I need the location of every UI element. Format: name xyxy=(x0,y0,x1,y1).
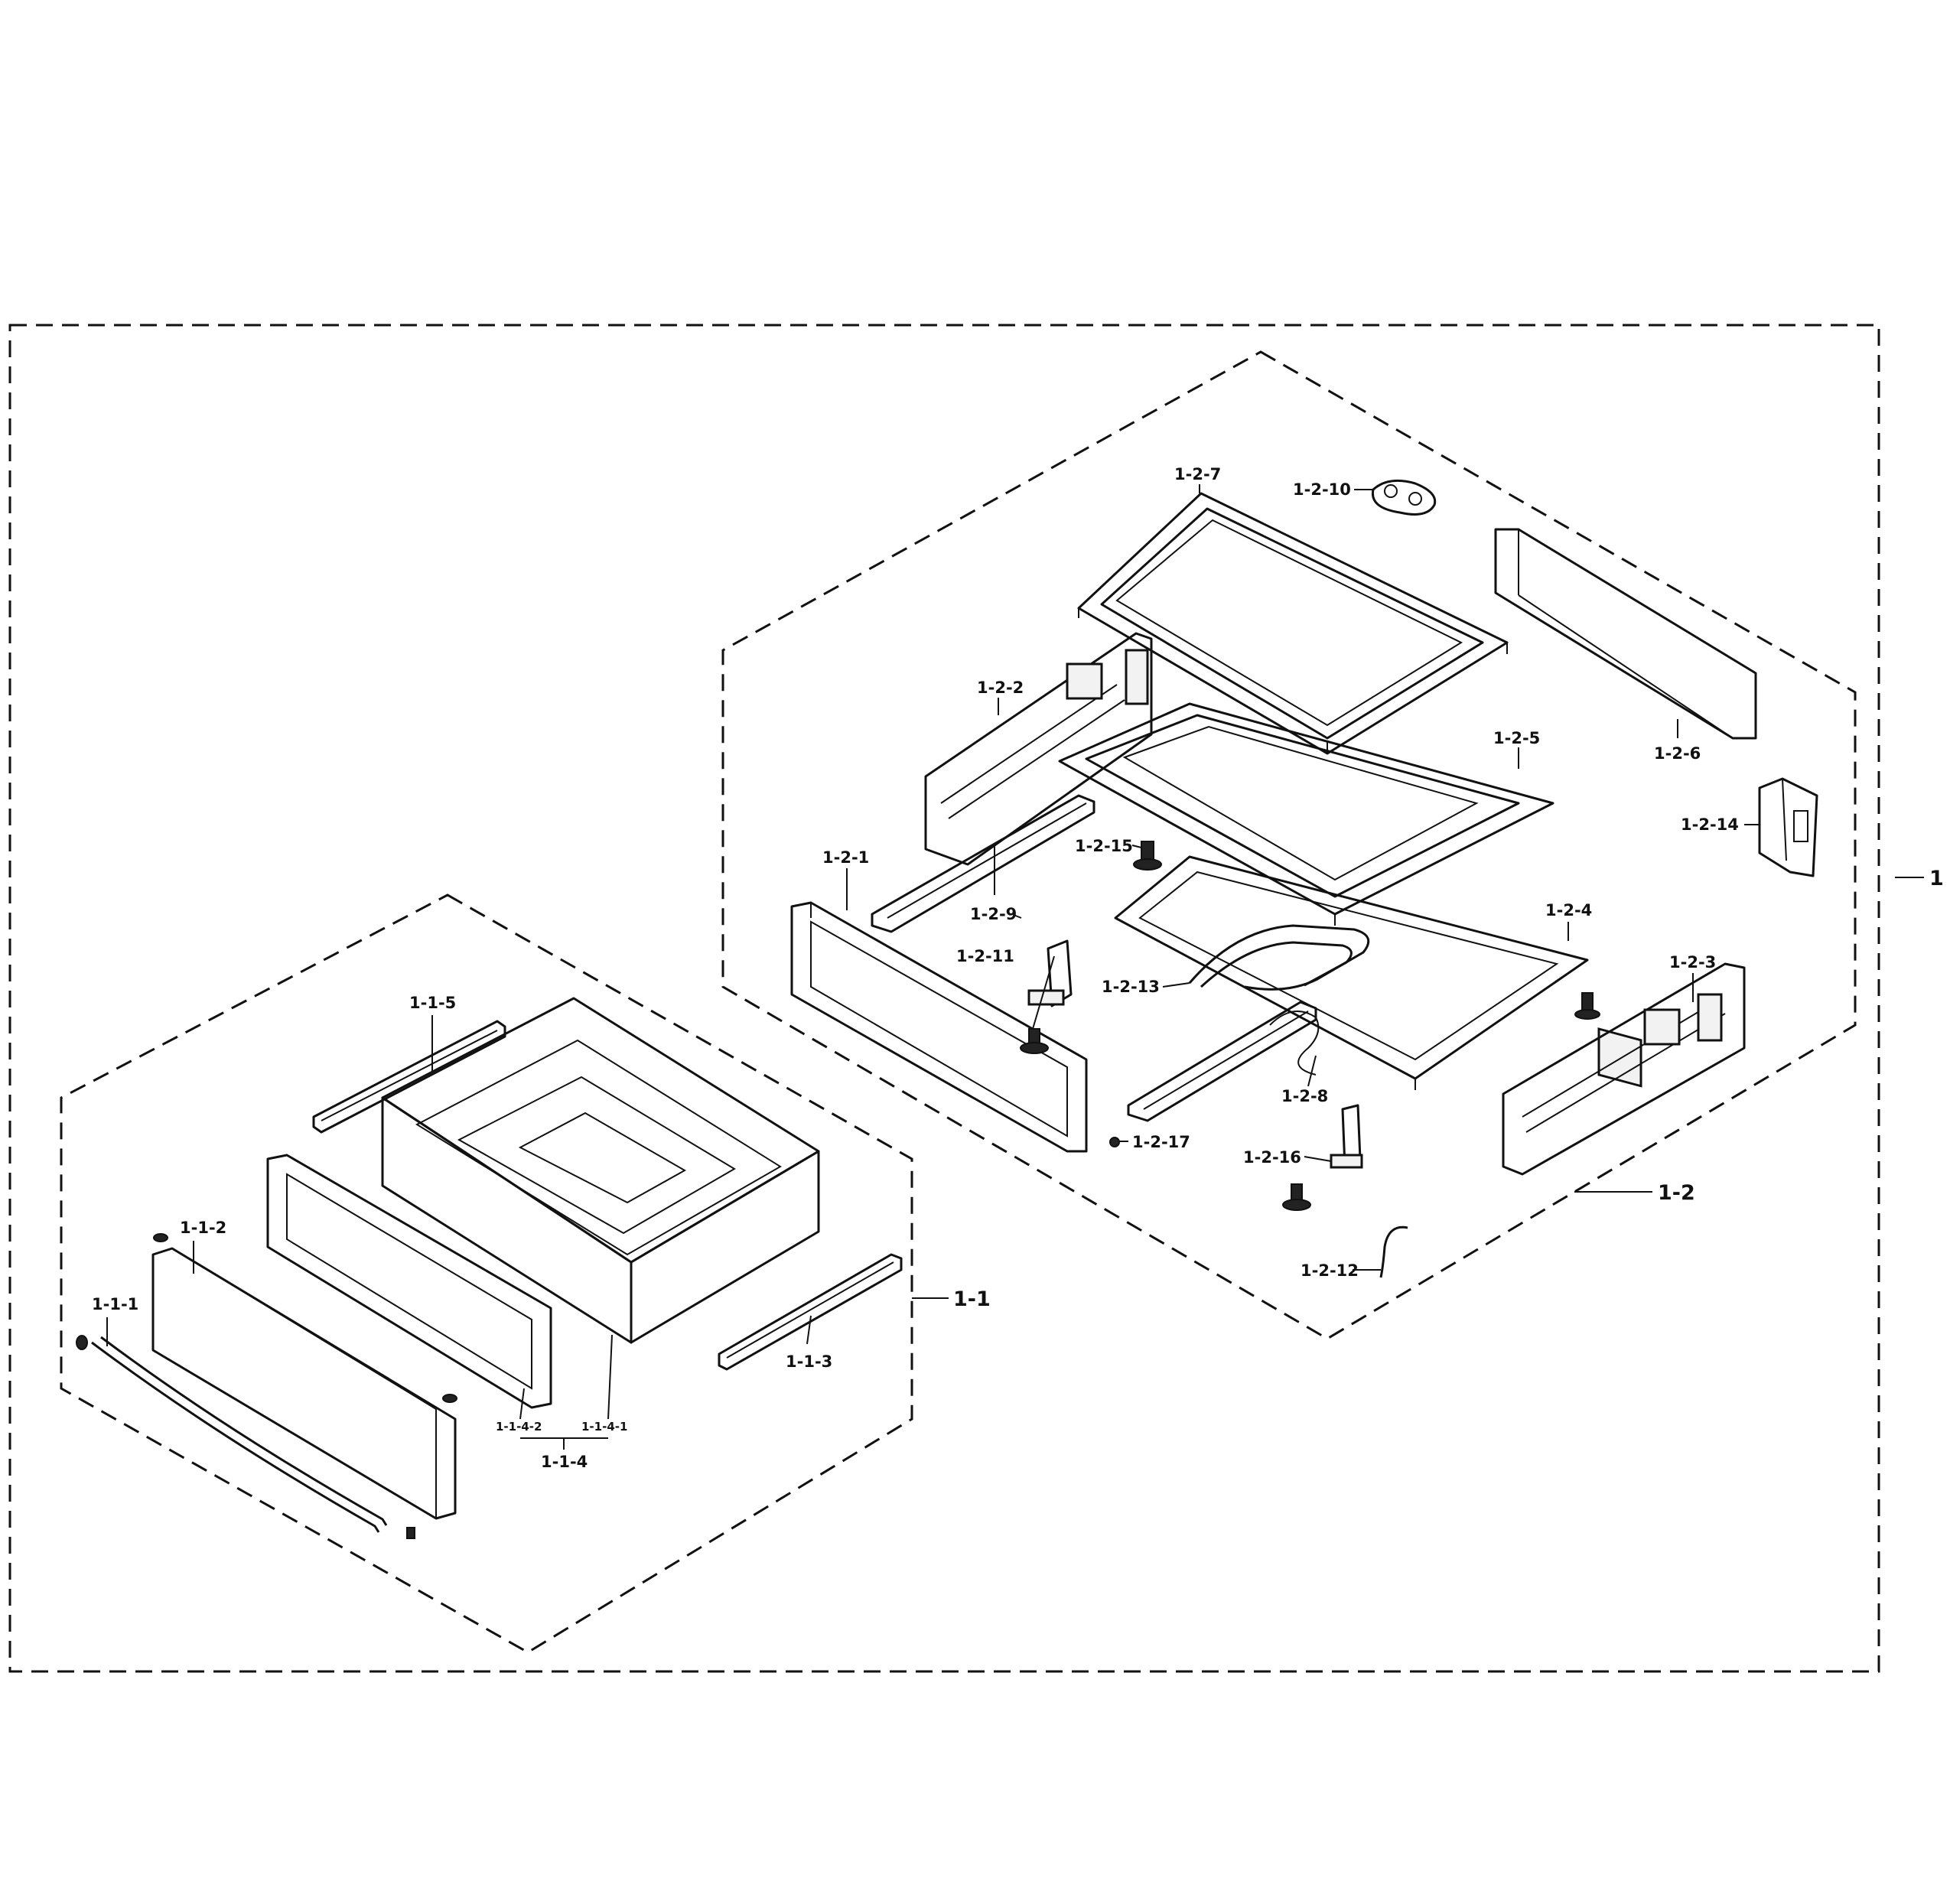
part-1-2-12-cable xyxy=(1379,1225,1408,1278)
part-1-2-16-leg-bracket xyxy=(1282,1104,1363,1211)
part-1-2-7-top-frame xyxy=(1077,492,1509,755)
label-assembly-1: 1 xyxy=(1929,867,1944,890)
part-1-1-4-2-drawer-frame xyxy=(266,1154,552,1409)
label-1-1-3: 1-1-3 xyxy=(786,1352,832,1371)
part-1-2-13-heater xyxy=(1188,924,1370,991)
label-1-2-1: 1-2-1 xyxy=(822,848,869,867)
part-screw-right xyxy=(1574,992,1600,1020)
label-1-2-14: 1-2-14 xyxy=(1681,815,1739,834)
part-1-2-2-left-side-panel xyxy=(924,632,1153,866)
part-right-rail xyxy=(1127,1001,1317,1122)
label-1-1-1: 1-1-1 xyxy=(92,1295,138,1313)
assembly-boundary xyxy=(8,324,1880,1673)
label-1-2-6: 1-2-6 xyxy=(1654,744,1701,763)
part-1-2-15-screw xyxy=(1133,841,1162,871)
part-1-1-5-rail xyxy=(312,1020,506,1134)
label-1-2-5: 1-2-5 xyxy=(1493,729,1540,747)
part-1-1-2-drawer-front xyxy=(151,1247,457,1520)
part-1-2-14-bracket xyxy=(1758,777,1818,877)
sub-assembly-1-2-boundary xyxy=(721,350,1857,1340)
label-1-2-3: 1-2-3 xyxy=(1669,953,1716,972)
label-1-2-7: 1-2-7 xyxy=(1174,465,1221,483)
part-labels: 1 1-2 1-1 1-2-7 1-2-10 1-2-2 1-2-6 1-2-5… xyxy=(92,465,1944,1471)
part-1-2-5-liner xyxy=(1058,702,1554,926)
part-1-2-1-front-frame xyxy=(790,901,1088,1153)
label-1-2-11: 1-2-11 xyxy=(956,947,1014,965)
label-1-2-13: 1-2-13 xyxy=(1102,978,1160,996)
part-1-1-3-slide-rail xyxy=(718,1253,903,1371)
label-1-2-16: 1-2-16 xyxy=(1243,1148,1301,1167)
label-1-1-4-1: 1-1-4-1 xyxy=(581,1420,627,1434)
label-1-2-9: 1-2-9 xyxy=(970,905,1017,923)
part-1-2-10-gasket xyxy=(1371,479,1437,516)
part-1-2-8-wire xyxy=(1269,1011,1320,1076)
part-1-2-11-leg-bracket xyxy=(1020,939,1073,1054)
part-1-2-6-rear-panel xyxy=(1494,528,1757,1088)
label-1-2: 1-2 xyxy=(1658,1181,1695,1205)
sub-assembly-1-1-boundary xyxy=(60,893,913,1654)
label-1-1-5: 1-1-5 xyxy=(409,994,456,1012)
label-1-2-4: 1-2-4 xyxy=(1545,901,1592,919)
part-1-2-9-left-rail xyxy=(871,794,1095,933)
leader-lines xyxy=(106,484,1924,1450)
label-1-1-4-2: 1-1-4-2 xyxy=(496,1420,542,1434)
part-1-2-17-screw xyxy=(1109,1137,1120,1147)
label-1-1-4: 1-1-4 xyxy=(541,1453,588,1471)
label-1-2-15: 1-2-15 xyxy=(1075,837,1133,855)
part-1-1-1-handle xyxy=(76,1233,457,1539)
label-1-2-2: 1-2-2 xyxy=(977,679,1024,697)
label-1-1: 1-1 xyxy=(953,1287,991,1311)
label-1-2-10: 1-2-10 xyxy=(1293,480,1351,499)
label-1-2-17: 1-2-17 xyxy=(1132,1133,1190,1151)
label-1-2-8: 1-2-8 xyxy=(1281,1087,1328,1105)
label-1-2-12: 1-2-12 xyxy=(1301,1261,1359,1280)
part-1-2-4-base-plate xyxy=(1114,855,1589,1090)
label-1-1-2: 1-1-2 xyxy=(180,1219,226,1237)
part-1-1-4-1-drawer-tub xyxy=(381,997,820,1344)
part-1-2-3-right-side-panel xyxy=(1502,962,1746,1176)
